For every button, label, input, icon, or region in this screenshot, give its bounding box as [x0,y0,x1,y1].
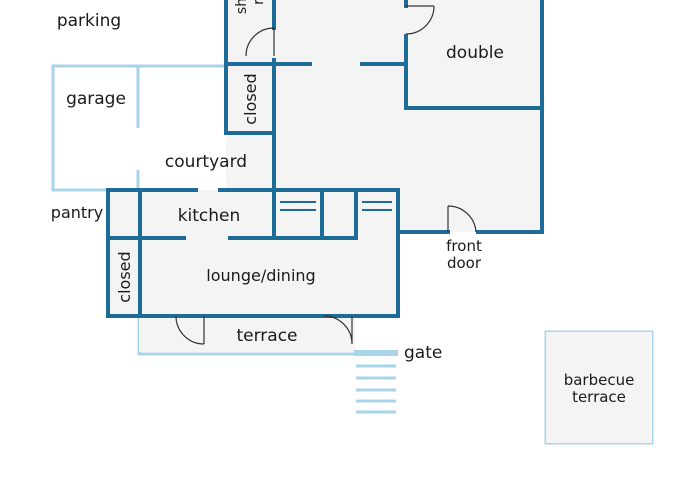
walls [106,0,544,318]
terrace-door-right [323,315,353,345]
label-lounge-dining: lounge/dining [206,266,315,285]
steps [354,350,398,414]
double-room-door [405,5,435,35]
label-barbecue-terrace: terrace [572,388,626,406]
label-barbecue: barbecue [564,371,635,389]
label-parking: parking [57,11,121,31]
terrace-door-left [175,315,205,345]
label-closed-left: closed [115,251,134,302]
label-pantry: pantry [51,203,103,222]
kitchen-lounge-floor [108,190,398,316]
label-garage: garage [66,89,126,109]
label-double: double [446,43,504,63]
barbecue-floor [546,332,652,443]
label-kitchen: kitchen [178,206,241,226]
front-door-swing [447,205,477,233]
label-shower-bottom: r [251,0,267,5]
label-closed-top: closed [241,73,260,124]
room-floors [108,0,652,443]
room-labels: parking garage courtyard pantry kitchen … [51,0,635,406]
label-terrace: terrace [236,326,297,346]
garage-outline [51,64,138,192]
doors [175,5,477,345]
label-gate: gate [404,343,442,363]
shower-door [245,27,275,57]
label-door: door [447,254,482,272]
wardrobe-marks [280,201,392,211]
label-front: front [446,237,482,255]
terrace-floor [139,318,355,352]
label-shower-top: sh [234,0,250,14]
label-courtyard: courtyard [165,152,247,172]
gate-bar [354,350,398,356]
